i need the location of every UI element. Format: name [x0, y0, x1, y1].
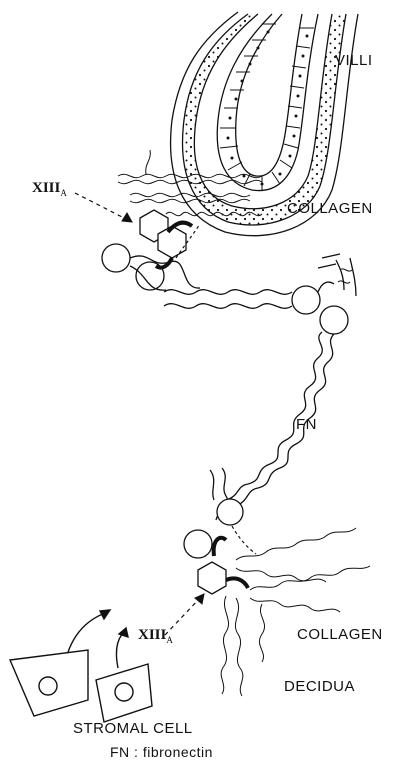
- arrow-xiii-top: [75, 193, 132, 222]
- label-stromal-cell: STROMAL CELL: [73, 720, 193, 737]
- label-villi: VILLI: [335, 52, 373, 69]
- label-xiii-a-top: XIIIA: [32, 180, 67, 198]
- label-xiii-a-bottom: XIIIA: [138, 627, 173, 645]
- xiii-top-subscript: A: [60, 188, 67, 198]
- label-fn: FN: [296, 416, 317, 433]
- label-collagen-top: COLLAGEN: [287, 200, 373, 217]
- binding-complex-top: [102, 210, 200, 290]
- xiii-top-text: XIII: [32, 180, 60, 196]
- legend-fn-fibronectin: FN : fibronectin: [110, 744, 213, 760]
- label-decidua: DECIDUA: [284, 678, 355, 695]
- xiii-bottom-text: XIII: [138, 627, 166, 643]
- fibronectin-molecule: [130, 254, 356, 520]
- xiii-bottom-subscript: A: [166, 635, 173, 645]
- binding-complex-bottom: [184, 499, 256, 594]
- collagen-fibers-bottom: [221, 528, 370, 696]
- stromal-cells: [10, 610, 152, 722]
- label-collagen-bottom: COLLAGEN: [297, 626, 383, 643]
